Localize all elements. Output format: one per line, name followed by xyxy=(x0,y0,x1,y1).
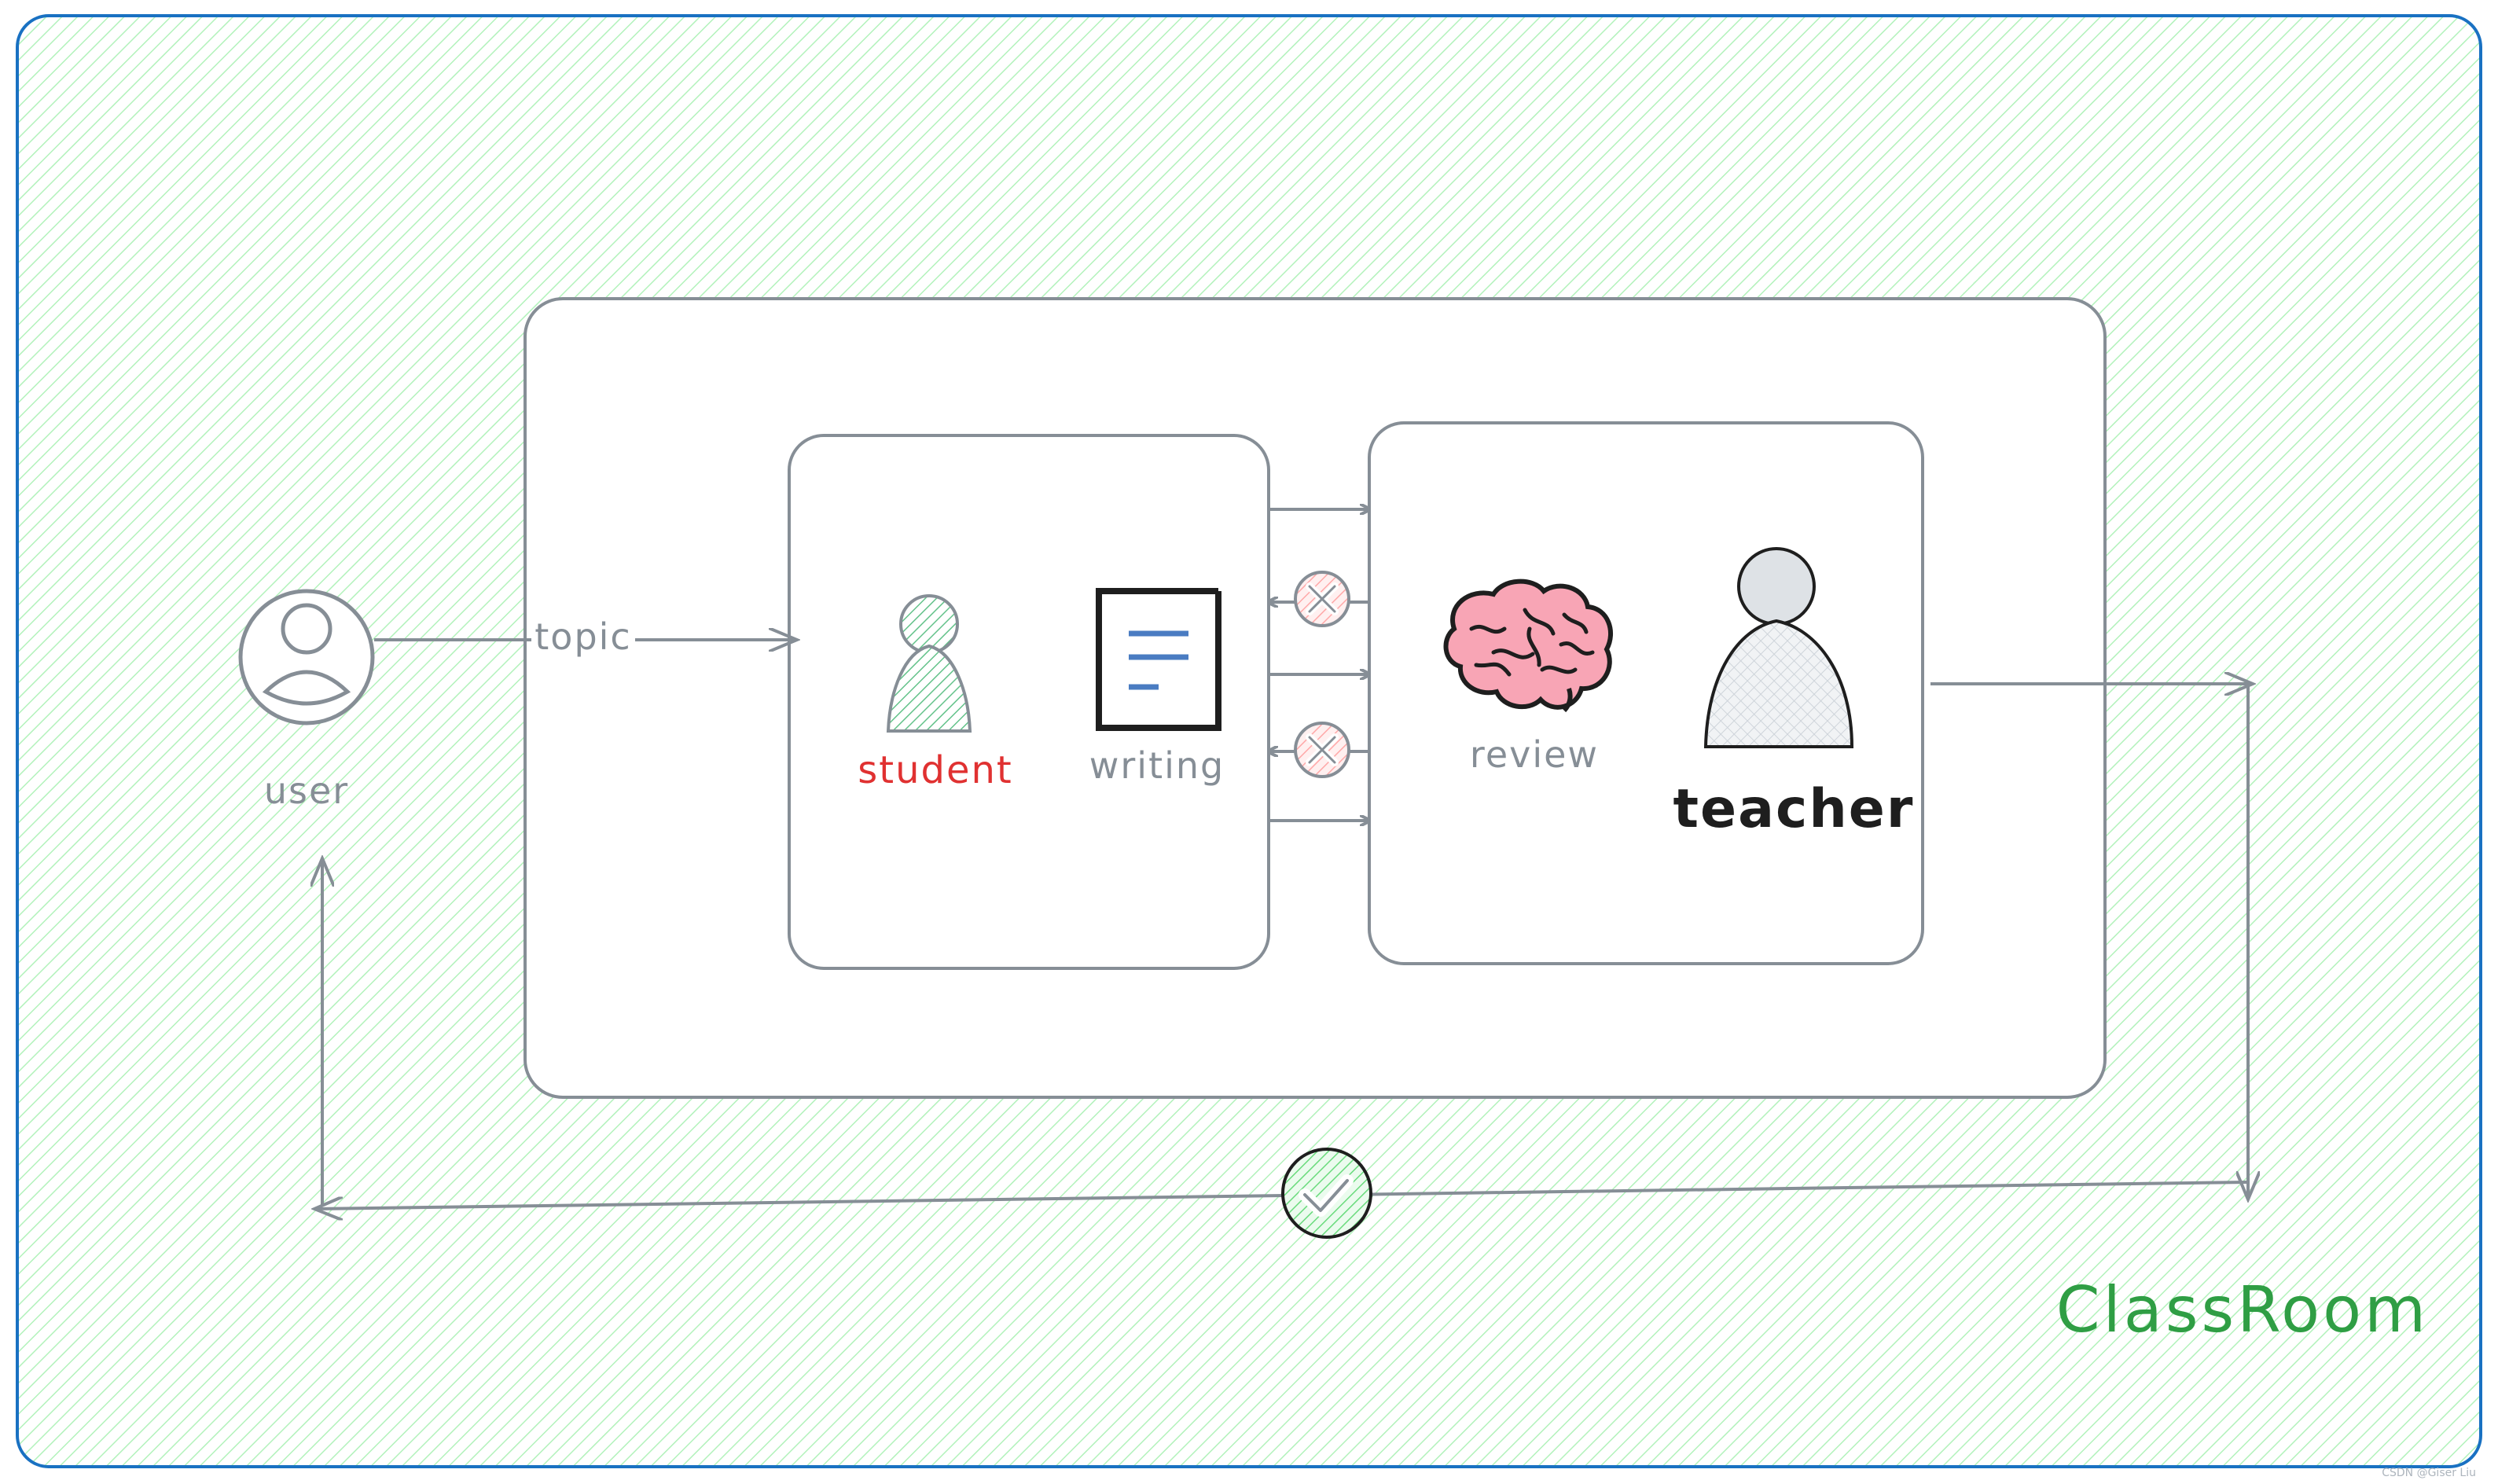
watermark: CSDN @Giser Liu xyxy=(2382,1467,2476,1479)
brain-icon xyxy=(1443,579,1614,713)
writing-label: writing xyxy=(1089,744,1225,787)
x-circle-icon xyxy=(1294,571,1350,627)
user-label: user xyxy=(264,770,349,812)
user-avatar-icon xyxy=(238,589,375,725)
teacher-person-icon xyxy=(1703,547,1854,748)
student-box xyxy=(788,434,1270,970)
teacher-label: teacher xyxy=(1673,778,1915,840)
student-person-icon xyxy=(886,594,972,733)
check-circle-icon xyxy=(1281,1148,1372,1239)
classroom-label: ClassRoom xyxy=(2056,1273,2429,1346)
review-label: review xyxy=(1470,733,1599,776)
x-circle-icon xyxy=(1294,722,1350,778)
document-icon xyxy=(1096,588,1221,731)
topic-label: topic xyxy=(534,615,631,658)
student-label: student xyxy=(858,748,1013,792)
return-path xyxy=(314,1181,2249,1209)
